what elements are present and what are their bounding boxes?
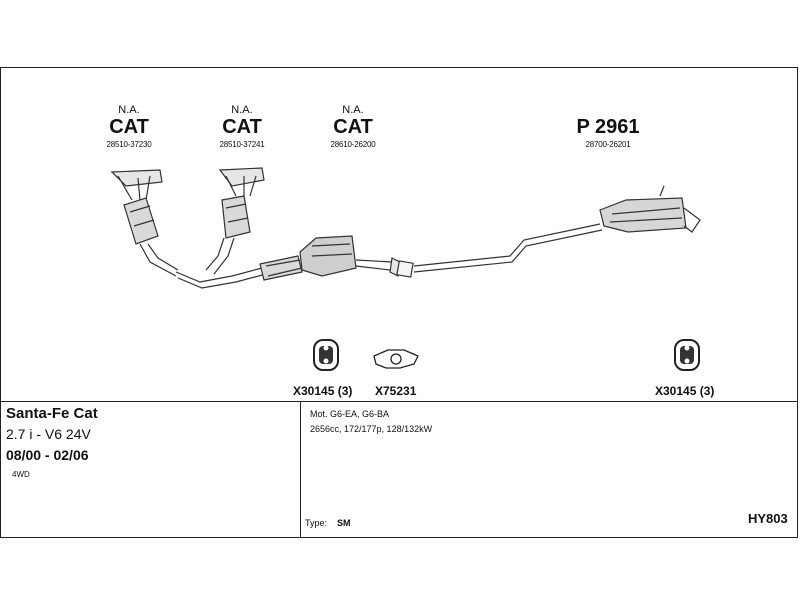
rubber-hanger-icon: [313, 339, 339, 371]
vehicle-years: 08/00 - 02/06: [6, 447, 89, 463]
divider-vertical: [300, 401, 301, 538]
cat-2-part-number: 28510-37241: [219, 140, 265, 149]
cat-1-title: CAT: [109, 116, 149, 138]
rubber-hanger-icon: [674, 339, 700, 371]
reference-code: HY803: [748, 511, 788, 526]
vehicle-drive: 4WD: [12, 470, 30, 479]
vehicle-engine: 2.7 i - V6 24V: [6, 426, 91, 442]
cat-3-part-number: 28610-26200: [330, 140, 376, 149]
hanger-2-label: X30145 (3): [655, 384, 715, 398]
y-pipe: [175, 271, 233, 283]
manifold-left: [110, 169, 163, 201]
catalytic-converter-front: [259, 255, 303, 281]
cat-1-na-label: N.A.: [118, 104, 140, 116]
type-label: Type:: [305, 518, 328, 528]
gasket-label: X75231: [375, 384, 417, 398]
mid-pipe: [413, 223, 601, 267]
hanger-1-label: X30145 (3): [293, 384, 353, 398]
catalytic-converter-left: [123, 197, 179, 277]
divider-horizontal: [0, 401, 798, 402]
rear-muffler: [599, 185, 701, 233]
engine-codes: Mot. G6-EA, G6-BA: [310, 409, 390, 419]
type-value: SM: [337, 518, 351, 528]
manifold-middle: [218, 167, 265, 197]
diagram-frame: [0, 67, 798, 538]
gasket-icon: [373, 349, 419, 369]
cat-1-part-number: 28510-37230: [106, 140, 152, 149]
catalytic-converter-middle: [205, 195, 251, 275]
cat-3-na-label: N.A.: [342, 104, 364, 116]
cat-2-title: CAT: [222, 116, 262, 138]
resonator: [299, 235, 357, 277]
engine-specs: 2656cc, 172/177p, 128/132kW: [310, 424, 433, 434]
cat-2-na-label: N.A.: [231, 104, 253, 116]
vehicle-model: Santa-Fe Cat: [6, 405, 98, 422]
cat-3-title: CAT: [333, 116, 373, 138]
muffler-code: P 2961: [576, 116, 640, 138]
muffler-part-number: 28700-26201: [585, 140, 631, 149]
